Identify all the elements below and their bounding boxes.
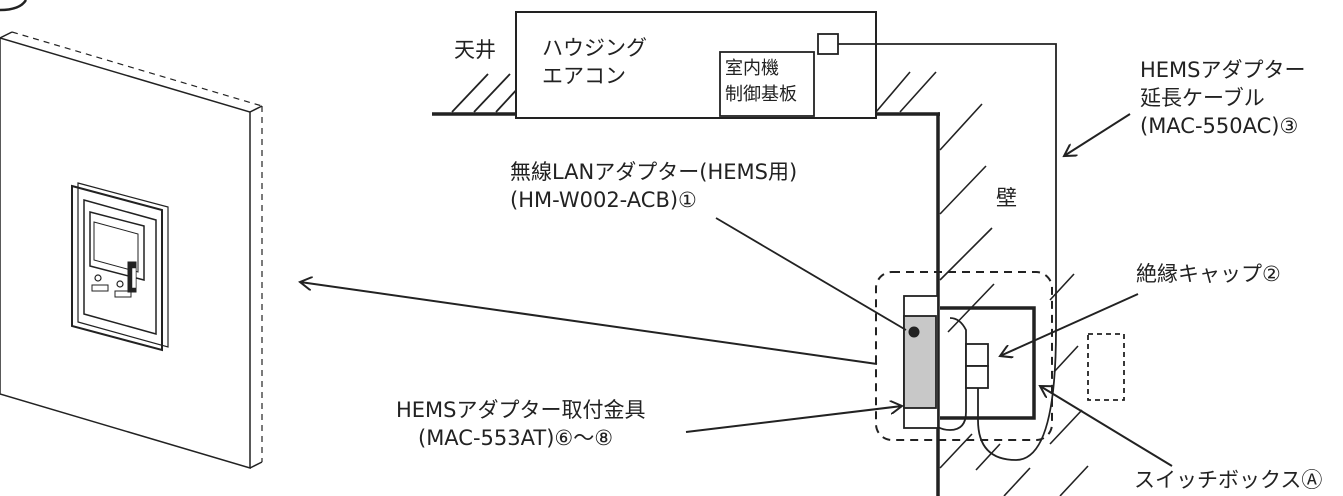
extension-cable (838, 43, 1057, 461)
switch-box-label: スイッチボックスⒶ (1134, 468, 1323, 492)
ext-cable-label-2: 延長ケーブル (1140, 86, 1265, 110)
adapter-dot (908, 326, 920, 338)
step-marker (0, 0, 28, 12)
detail-arrow (300, 282, 878, 365)
ext-cable-label-1: HEMSアダプター (1140, 58, 1306, 82)
housing-aircon-box (515, 11, 877, 119)
ext-cable-label-3: (MAC-550AC)③ (1140, 114, 1299, 138)
leader-bracket (685, 406, 902, 433)
remote-controller-unit (71, 182, 169, 352)
control-board-label-1: 室内機 (725, 58, 779, 79)
leader-switchbox (1040, 386, 1173, 467)
switch-box (940, 306, 1036, 420)
ceiling-label: 天井 (454, 38, 496, 62)
leader-cable (1064, 113, 1131, 156)
leader-cap (1000, 293, 1139, 356)
housing-aircon-label-1: ハウジング (542, 36, 647, 60)
wlan-label-1: 無線LANアダプター(HEMS用) (510, 160, 798, 184)
wlan-adapter (903, 315, 937, 409)
insulation-cap-shape (965, 343, 989, 389)
leader-wlan (715, 217, 907, 331)
mount-label-1: HEMSアダプター取付金具 (396, 398, 646, 422)
wall-label: 壁 (996, 186, 1017, 210)
mount-label-2: (MAC-553AT)⑥～⑧ (418, 426, 614, 450)
control-board-box (719, 51, 815, 117)
connector-block (817, 33, 839, 55)
wlan-label-2: (HM-W002-ACB)① (510, 188, 697, 212)
control-board-label-2: 制御基板 (725, 84, 797, 105)
detail-frame (875, 271, 1053, 441)
wall-panel-edge (11, 31, 263, 462)
switch-outline (1087, 333, 1125, 401)
housing-aircon-label-2: エアコン (542, 64, 626, 88)
insulation-cap-label: 絶縁キャップ② (1136, 262, 1281, 286)
